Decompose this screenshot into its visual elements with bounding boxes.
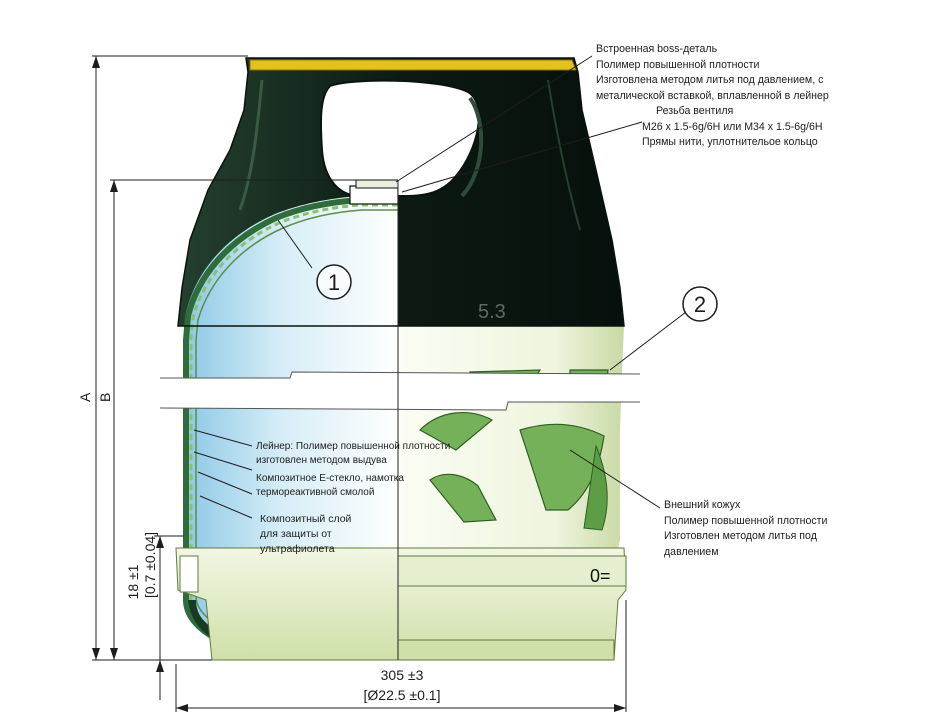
ring-marking: 0= (590, 566, 611, 586)
dimension-b: B (97, 393, 113, 402)
dimension-18: 18 ±1 (125, 564, 141, 599)
base-ring: 0= (175, 547, 627, 661)
outer-shell (398, 326, 624, 548)
svg-text:2: 2 (694, 292, 706, 317)
liner-note: Лейнер: Полимер повышенной плотности изг… (256, 441, 451, 466)
thread-note: Резьба вентиля M26 x 1.5-6g/6H или M34 x… (642, 105, 823, 149)
dimension-arrows (92, 56, 626, 712)
dimension-a: A (77, 392, 93, 402)
break-band (159, 371, 641, 411)
dimension-18-inch: [0.7 ±0.04] (142, 532, 158, 598)
liner-cutaway (183, 179, 398, 652)
svg-text:1: 1 (328, 270, 340, 295)
top-yellow-rim (249, 59, 577, 71)
body-marking: 5.3 (478, 301, 506, 323)
dimension-lines (92, 55, 627, 712)
composite-note: Композитное Е-стекло, намотка термореакт… (256, 473, 404, 498)
leader-lines (193, 55, 687, 519)
outer-shell-note: Внешний кожух Полимер повышенной плотнос… (664, 499, 828, 558)
callout-2: 2 (682, 286, 718, 322)
dimension-width: 305 ±3 (381, 667, 424, 683)
uv-layer-note: Композитный слой для защиты от ультрафио… (260, 513, 352, 555)
handle-opening (319, 79, 480, 197)
boss-detail-note: Встроенная boss-деталь Полимер повышенно… (596, 43, 829, 102)
dimension-width-inch: [Ø22.5 ±0.1] (364, 687, 441, 703)
callout-1: 1 (316, 264, 352, 300)
